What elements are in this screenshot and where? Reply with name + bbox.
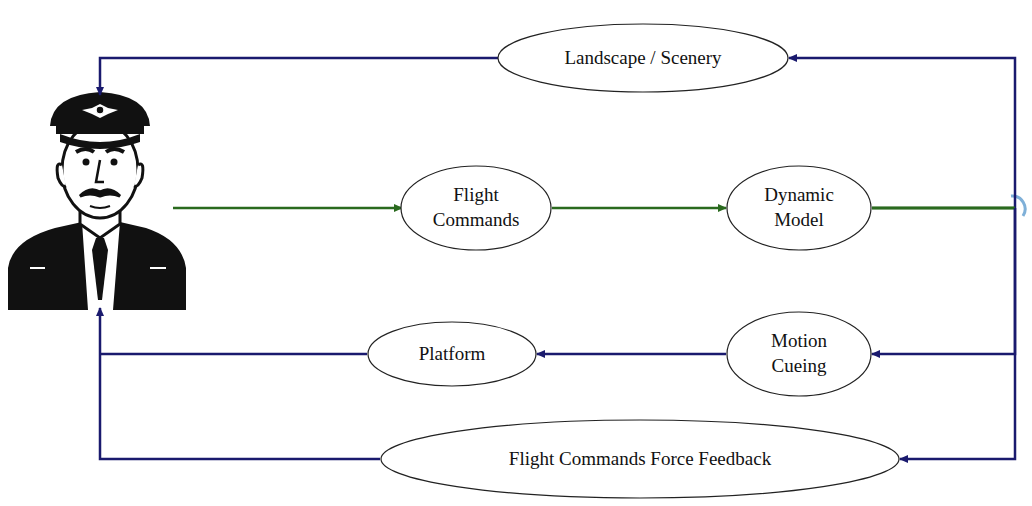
- connector-segment: [872, 208, 1015, 354]
- flow-arrow: [872, 208, 1015, 354]
- force-return-line: [100, 308, 380, 459]
- node-label: Flight Commands: [426, 183, 526, 232]
- connector-segment: [900, 208, 1015, 459]
- node-label: Motion Cueing: [754, 329, 844, 378]
- ellipse-outline: [400, 165, 552, 251]
- flow-arrow: [872, 208, 1015, 459]
- junction-symbol: [1011, 196, 1025, 216]
- connector-segment: [872, 207, 1015, 210]
- scenery-return-line: [100, 58, 498, 95]
- ellipse-node: Motion Cueing: [726, 311, 872, 397]
- ellipse-outline: [726, 165, 872, 251]
- ellipse-node: Dynamic Model: [726, 165, 872, 251]
- feedback-lines: [100, 58, 498, 459]
- ellipse-node: Flight Commands: [400, 165, 552, 251]
- pilot-command-line: [173, 207, 402, 210]
- node-label: Platform: [419, 342, 486, 367]
- ellipse-node: Flight Commands Force Feedback: [380, 419, 900, 499]
- connector-segment: [872, 207, 1015, 210]
- node-label: Flight Commands Force Feedback: [509, 447, 771, 472]
- connector-segment: [552, 207, 726, 210]
- ellipse-node: Landscape / Scenery: [497, 23, 789, 93]
- ellipse-node: Platform: [367, 321, 537, 387]
- flow-arrow: [552, 208, 726, 209]
- pilot-figure: [8, 92, 186, 310]
- platform-return-line: [100, 353, 367, 356]
- connector-segment: [872, 207, 1015, 210]
- node-label: Landscape / Scenery: [564, 46, 721, 71]
- ellipse-outline: [726, 311, 872, 397]
- connector-segment: [537, 353, 726, 356]
- node-label: Dynamic Model: [754, 183, 844, 232]
- flow-arrow: [537, 354, 726, 355]
